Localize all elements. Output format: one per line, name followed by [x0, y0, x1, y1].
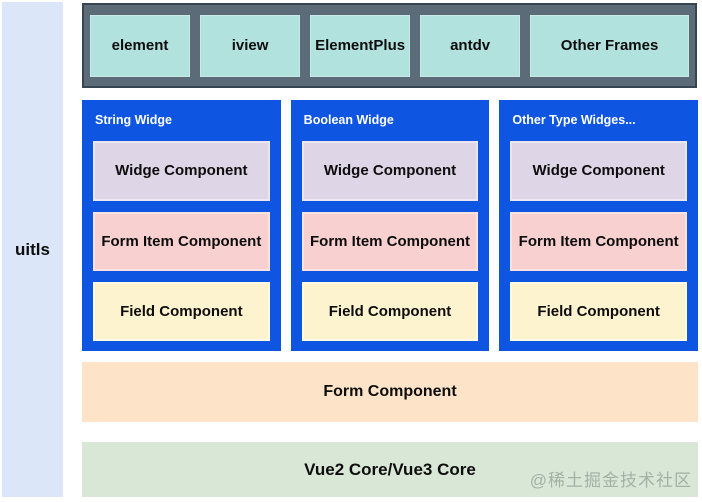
frame-box-antdv-label: antdv — [450, 37, 491, 54]
boolean-widge-component-label: Widge Component — [323, 162, 457, 180]
frame-box-element: element — [90, 14, 191, 77]
other-form-item-component-box: Form Item Component — [510, 211, 688, 272]
string-field-component-box: Field Component — [93, 282, 270, 341]
boolean-form-item-component-label: Form Item Component — [310, 232, 470, 250]
column-other-type-widges: Other Type Widges... Widge Component For… — [499, 100, 699, 351]
form-component-bar: Form Component — [82, 362, 698, 422]
column-boolean-widge-title: Boolean Widge — [303, 113, 394, 128]
column-boolean-widge: Boolean Widge Widge Component Form Item … — [290, 100, 490, 351]
string-form-item-component-box: Form Item Component — [93, 211, 270, 272]
column-string-widge-title: String Widge — [95, 113, 172, 128]
form-component-label: Form Component — [323, 383, 457, 400]
boolean-widge-component-box: Widge Component — [301, 140, 479, 201]
string-form-item-component-label: Form Item Component — [101, 232, 262, 250]
other-widge-component-box: Widge Component — [510, 140, 688, 201]
frame-box-antdv: antdv — [420, 14, 521, 77]
other-field-component-box: Field Component — [510, 282, 688, 341]
utils-sidebar: uitls — [2, 2, 63, 497]
other-form-item-component-label: Form Item Component — [518, 232, 679, 250]
string-widge-component-label: Widge Component — [115, 162, 248, 180]
boolean-form-item-component-box: Form Item Component — [301, 211, 479, 272]
vue-core-label: Vue2 Core/Vue3 Core — [304, 459, 476, 479]
string-widge-component-box: Widge Component — [93, 140, 270, 201]
column-string-widge: String Widge Widge Component Form Item C… — [82, 100, 281, 351]
frame-box-iview: iview — [200, 14, 301, 77]
frame-box-element-label: element — [111, 37, 169, 54]
boolean-field-component-box: Field Component — [301, 282, 479, 341]
frame-box-elementplus-label: ElementPlus — [315, 37, 406, 54]
ui-frameworks-bar: element iview ElementPlus antdv Other Fr… — [82, 3, 697, 88]
other-widge-component-label: Widge Component — [532, 162, 665, 180]
frame-box-elementplus: ElementPlus — [310, 14, 411, 77]
frame-box-iview-label: iview — [231, 37, 269, 54]
boolean-field-component-label: Field Component — [328, 303, 452, 321]
other-field-component-label: Field Component — [537, 303, 660, 321]
string-field-component-label: Field Component — [120, 303, 243, 321]
frame-box-other-frames: Other Frames — [530, 14, 689, 77]
column-other-type-widges-title: Other Type Widges... — [512, 113, 636, 128]
vue-core-bar: Vue2 Core/Vue3 Core — [82, 442, 698, 497]
widget-columns-row: String Widge Widge Component Form Item C… — [82, 100, 699, 351]
frame-box-other-frames-label: Other Frames — [560, 37, 659, 54]
utils-sidebar-label: uitls — [15, 239, 50, 259]
